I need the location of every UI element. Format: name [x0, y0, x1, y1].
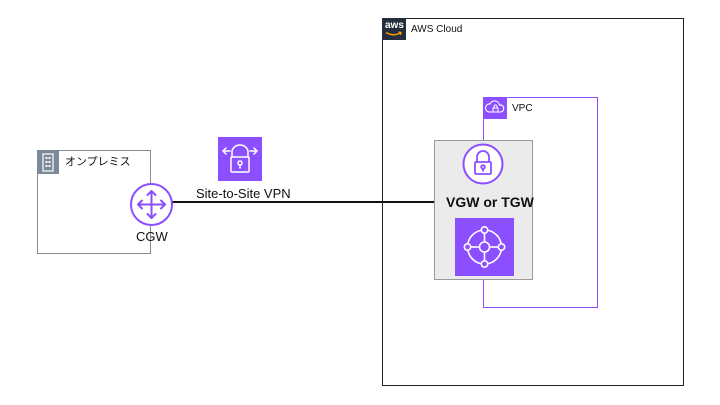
aws-logo-icon: aws: [382, 18, 406, 40]
vpc-cloud-lock-icon: [483, 97, 507, 119]
transit-gateway-icon: [455, 218, 514, 276]
aws-cloud-group: [382, 18, 684, 386]
gateway-label: VGW or TGW: [446, 194, 534, 210]
aws-cloud-label: AWS Cloud: [411, 24, 463, 35]
cgw-label: CGW: [136, 229, 168, 244]
vpn-gateway-lock-icon: [462, 143, 504, 190]
vpn-label: Site-to-Site VPN: [196, 186, 291, 201]
building-icon: [37, 150, 59, 174]
vpc-label: VPC: [512, 103, 533, 114]
onprem-label: オンプレミス: [65, 156, 131, 168]
router-icon: [129, 182, 174, 232]
site-to-site-vpn-icon: [218, 137, 262, 181]
